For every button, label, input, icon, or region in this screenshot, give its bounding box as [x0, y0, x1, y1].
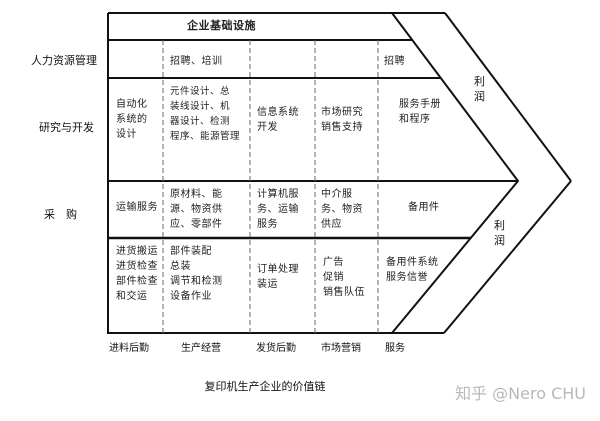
- primary-label-production: 生产经营: [181, 343, 221, 354]
- primary-label-inbound: 进料后勤: [109, 343, 149, 354]
- cell-rnd-service: 服务手册 和程序: [399, 99, 441, 125]
- diagram-caption: 复印机生产企业的价值链: [204, 380, 326, 393]
- cell-proc-marketing: 中介服 务、物资 供应: [321, 189, 363, 230]
- primary-label-service: 服务: [385, 343, 405, 354]
- cell-primary-production: 部件装配 总装 调节和检测 设备作业: [170, 246, 223, 302]
- cell-rnd-production: 元件设计、总 装线设计、机 器设计、检测 程序、能源管理: [170, 86, 241, 142]
- profit-label-lower: 利 润: [494, 219, 505, 247]
- cell-proc-inbound: 运输服务: [116, 202, 158, 213]
- cell-hr-production: 招聘、培训: [170, 56, 223, 67]
- cell-primary-marketing: 广告 促销 销售队伍: [323, 257, 365, 298]
- cell-rnd-inbound: 自动化 系统的 设计: [116, 99, 148, 140]
- cell-primary-outbound: 订单处理 装运: [257, 264, 299, 290]
- row-label-hr: 人力资源管理: [31, 54, 97, 67]
- cell-rnd-outbound: 信息系统 开发: [257, 107, 299, 133]
- cell-primary-service: 备用件系统 服务信誉: [386, 257, 439, 283]
- margin-inner-edge: [444, 12, 572, 182]
- value-chain-outline: [107, 12, 520, 334]
- row-label-rnd: 研究与开发: [39, 121, 94, 134]
- cell-primary-inbound: 进货搬运 进货检查 部件检查 和交运: [116, 246, 158, 302]
- infrastructure-label: 企业基础设施: [187, 19, 256, 32]
- cell-hr-service: 招聘: [384, 56, 405, 67]
- profit-label-upper: 利 润: [474, 75, 485, 103]
- cell-rnd-marketing: 市场研究 销售支持: [321, 107, 363, 133]
- cell-proc-production: 原材料、能 源、物资供 应、零部件: [170, 189, 223, 230]
- row-label-procurement: 采 购: [44, 208, 77, 221]
- primary-label-outbound: 发货后勤: [256, 343, 296, 354]
- primary-label-marketing: 市场营销: [321, 343, 361, 354]
- cell-proc-outbound: 计算机服 务、运输 服务: [257, 189, 299, 230]
- watermark: 知乎 @Nero CHU: [455, 384, 586, 403]
- margin-inner-edge-lower: [443, 180, 572, 334]
- cell-proc-service: 备用件: [408, 202, 440, 213]
